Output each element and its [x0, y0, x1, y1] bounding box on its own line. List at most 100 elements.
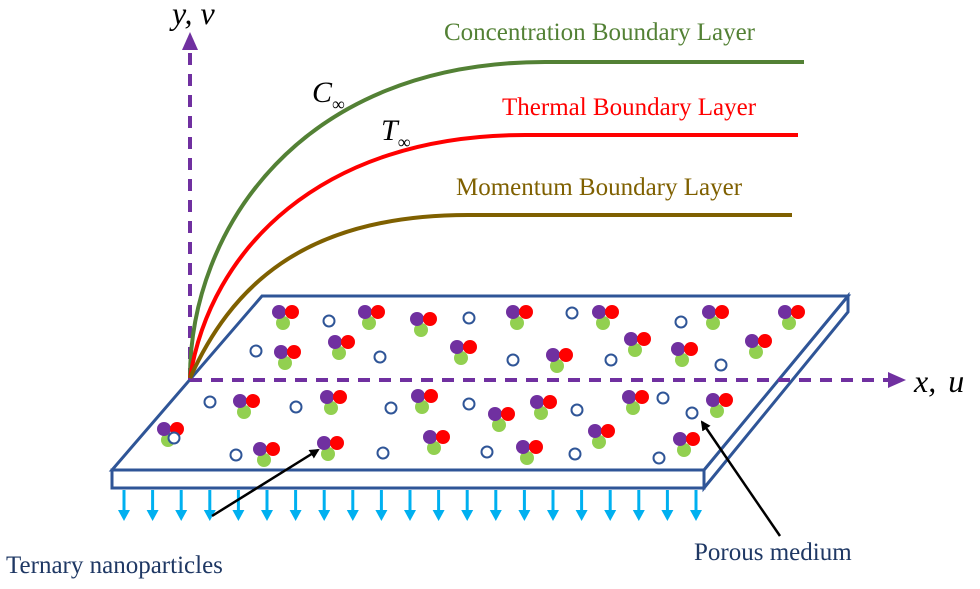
red-particle	[424, 389, 438, 403]
ternary-nanoparticle	[272, 305, 299, 330]
purple-particle	[410, 312, 424, 326]
green-particle	[278, 356, 292, 370]
x-axis-arrowhead	[888, 372, 906, 388]
c-symbol: C	[312, 76, 333, 109]
thermal-boundary-curve	[188, 133, 798, 379]
pore	[167, 431, 181, 445]
ternary-nanoparticle	[450, 340, 477, 365]
suction-arrowhead	[661, 510, 674, 521]
pore	[565, 306, 579, 320]
red-particle	[719, 393, 733, 407]
plate-front-edge	[110, 468, 706, 490]
purple-particle	[506, 305, 520, 319]
green-particle	[596, 316, 610, 330]
suction-arrowhead	[575, 510, 588, 521]
green-particle	[626, 401, 640, 415]
ternary-nanoparticle	[274, 345, 301, 370]
suction-arrowhead	[175, 510, 188, 521]
pore	[714, 358, 728, 372]
pore	[249, 344, 263, 358]
pore	[568, 447, 582, 461]
ternary-nanoparticle	[745, 334, 772, 359]
red-particle	[333, 390, 347, 404]
c-infinity-symbol: C∞	[312, 76, 345, 114]
thermal-label: Thermal Boundary Layer	[502, 94, 757, 121]
ternary-nanoparticle	[411, 389, 438, 414]
green-particle	[550, 359, 564, 373]
red-particle	[423, 312, 437, 326]
y-axis-arrowhead	[182, 32, 198, 50]
pore	[652, 451, 666, 465]
porous-pointer-arrow	[700, 420, 782, 537]
suction-arrowhead	[318, 510, 331, 521]
purple-particle	[516, 440, 530, 454]
suction-arrowhead	[146, 510, 159, 521]
nanoparticle-field	[157, 305, 805, 467]
ternary-nanoparticle	[592, 305, 619, 330]
ternary-nanoparticle	[588, 424, 615, 449]
purple-particle	[450, 340, 464, 354]
suction-arrowhead	[432, 510, 445, 521]
pore	[289, 400, 303, 414]
pore	[685, 406, 699, 420]
red-particle	[684, 342, 698, 356]
red-particle	[601, 424, 615, 438]
pore	[674, 315, 688, 329]
green-particle	[677, 443, 691, 457]
green-particle	[257, 453, 271, 467]
pore	[229, 448, 243, 462]
pore	[384, 401, 398, 415]
ternary-nanoparticle	[673, 432, 700, 457]
suction-arrowhead	[518, 510, 531, 521]
suction-arrowhead	[203, 510, 216, 521]
pore	[604, 353, 618, 367]
red-particle	[501, 407, 515, 421]
purple-particle	[588, 424, 602, 438]
suction-arrowhead	[232, 510, 245, 521]
green-particle	[276, 316, 290, 330]
purple-particle	[702, 305, 716, 319]
green-particle	[492, 418, 506, 432]
red-particle	[605, 305, 619, 319]
ternary-nanoparticle	[320, 390, 347, 415]
momentum-label: Momentum Boundary Layer	[456, 174, 743, 201]
ternary-nanoparticle	[253, 442, 280, 467]
ternary-nanoparticle	[328, 335, 355, 360]
green-particle	[427, 441, 441, 455]
green-particle	[415, 400, 429, 414]
ternary-nanoparticle	[488, 407, 515, 432]
purple-particle	[622, 390, 636, 404]
concentration-boundary-curve	[188, 60, 804, 379]
purple-particle	[546, 348, 560, 362]
ternary-nanoparticle	[358, 305, 385, 330]
x-axis-label: x, u	[913, 363, 964, 399]
green-particle	[782, 316, 796, 330]
ternary-nanoparticle	[516, 440, 543, 465]
suction-arrowhead	[461, 510, 474, 521]
pore	[480, 445, 494, 459]
ternary-nanoparticle	[671, 342, 698, 367]
purple-particle	[423, 430, 437, 444]
suction-arrowhead	[489, 510, 502, 521]
ternary-nanoparticle	[546, 348, 573, 373]
ternary-nanoparticle	[530, 395, 557, 420]
y-axis-label: y, v	[169, 0, 215, 31]
red-particle	[686, 432, 700, 446]
red-particle	[519, 305, 533, 319]
suction-arrowhead	[375, 510, 388, 521]
purple-particle	[157, 422, 171, 436]
red-particle	[266, 442, 280, 456]
purple-particle	[274, 345, 288, 359]
pore	[203, 395, 217, 409]
red-particle	[559, 348, 573, 362]
green-particle	[520, 451, 534, 465]
green-particle	[710, 404, 724, 418]
purple-particle	[317, 436, 331, 450]
suction-arrowhead	[404, 510, 416, 521]
nanoparticles-label: Ternary nanoparticles	[6, 552, 223, 579]
pore	[322, 314, 336, 328]
suction-arrowhead	[261, 510, 273, 521]
purple-particle	[745, 334, 759, 348]
pore	[506, 353, 520, 367]
